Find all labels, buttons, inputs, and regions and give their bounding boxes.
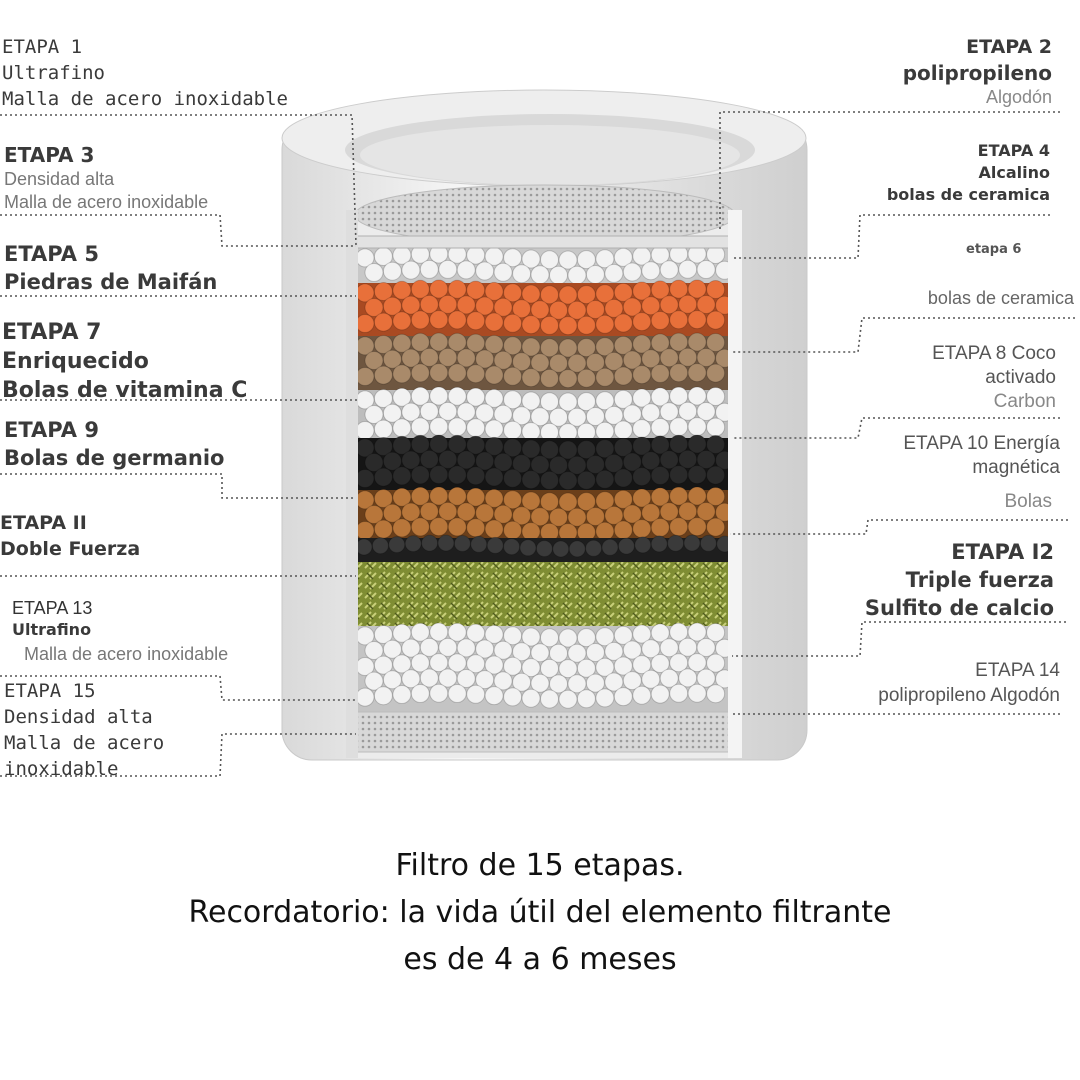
layer-tan-balls [356, 332, 734, 392]
stage-2-title: ETAPA 2 [966, 36, 1052, 58]
label-stage-7: ETAPA 7 Enriquecido Bolas de vitamina C [2, 318, 247, 405]
stage-10-line3: Bolas [1004, 491, 1052, 512]
stage-3-line2: Densidad alta [4, 169, 115, 189]
layer-white-balls-mid [356, 386, 734, 443]
label-stage-3: ETAPA 3 Densidad alta Malla de acero ino… [4, 142, 208, 214]
label-stage-4: ETAPA 4 Alcalino bolas de ceramica [887, 140, 1050, 206]
stage-12-line2: Triple fuerza [905, 568, 1054, 592]
layer-green-sulfite [356, 562, 734, 628]
layer-white-balls-top [356, 244, 734, 285]
stage-11-title: ETAPA II [0, 512, 87, 534]
leader-s6 [732, 317, 1075, 353]
leader-s4 [732, 214, 1050, 259]
stage-6-title: etapa 6 [966, 242, 1022, 257]
label-stage-14: ETAPA 14 polipropileno Algodón [878, 658, 1060, 708]
stage-8-title: ETAPA 8 Coco [932, 343, 1056, 364]
stage-15-line4: inoxidable [4, 758, 119, 780]
stage-7-line2: Enriquecido [2, 349, 149, 374]
stage-5-title: ETAPA 5 [4, 242, 99, 266]
layer-brown-balls [356, 486, 734, 543]
stage-14-line2: polipropileno Algodón [878, 685, 1060, 706]
layer-orange-balls [356, 279, 734, 338]
stage-15-line3: Malla de acero [4, 732, 165, 754]
stage-1-line2: Ultrafino [2, 62, 105, 84]
leader-lines [0, 111, 1075, 777]
leader-s9 [0, 473, 356, 499]
label-stage-11: ETAPA II Doble Fuerza [0, 510, 140, 562]
stage-6-line2: bolas de ceramica [927, 288, 1074, 308]
stage-3-title: ETAPA 3 [4, 143, 95, 167]
stage-8-line3: Carbon [993, 391, 1056, 412]
stage-2-line2: polipropileno [902, 61, 1052, 85]
leader-s15 [0, 733, 356, 777]
stage-13-line2: Ultrafino [12, 620, 92, 639]
stage-7-title: ETAPA 7 [2, 320, 102, 345]
leader-s8 [732, 417, 1060, 439]
label-stage-1: ETAPA 1 Ultrafino Malla de acero inoxida… [2, 34, 288, 112]
label-stage-13: ETAPA 13 Ultrafino Malla de acero inoxid… [12, 597, 228, 667]
stage-14-title: ETAPA 14 [975, 660, 1060, 681]
stage-3-line3: Malla de acero inoxidable [4, 192, 209, 212]
stage-7-line3: Bolas de vitamina C [2, 378, 248, 403]
caption-line-2: Recordatorio: la vida útil del elemento … [188, 895, 892, 930]
leader-s2 [719, 111, 1060, 232]
leader-s12 [732, 621, 1066, 657]
stage-12-title: ETAPA I2 [951, 540, 1054, 564]
stage-9-title: ETAPA 9 [4, 418, 99, 442]
layer-black-carbon [356, 434, 734, 492]
stage-12-line3: Sulfito de calcio [864, 596, 1054, 620]
label-stage-9: ETAPA 9 Bolas de germanio [4, 416, 224, 472]
stage-4-line2: Alcalino [978, 163, 1051, 182]
stage-1-title: ETAPA 1 [2, 36, 83, 58]
leader-s10 [730, 519, 1068, 535]
stage-10-line2: magnética [972, 457, 1060, 478]
stage-2-line3: Algodón [985, 87, 1052, 107]
stage-4-line3: bolas de ceramica [886, 185, 1050, 204]
label-stage-10: ETAPA 10 Energía magnética Bolas [903, 432, 1060, 514]
stage-8-line2: activado [985, 367, 1056, 388]
stage-13-title: ETAPA 13 [12, 598, 93, 618]
label-stage-2: ETAPA 2 polipropileno Algodón [903, 34, 1052, 108]
leader-s1 [0, 114, 357, 246]
caption: Filtro de 15 etapas. Recordatorio: la vi… [0, 842, 1080, 983]
leader-s3 [0, 214, 356, 247]
stage-4-title: ETAPA 4 [977, 141, 1050, 160]
caption-line-3: es de 4 a 6 meses [403, 942, 677, 977]
stage-1-line3: Malla de acero inoxidable [2, 88, 288, 110]
stage-15-line2: Densidad alta [4, 706, 153, 728]
stage-5-line2: Piedras de Maifán [4, 270, 218, 294]
filter-core-cutaway [346, 184, 742, 758]
label-stage-5: ETAPA 5 Piedras de Maifán [4, 240, 217, 296]
leader-s13 [0, 675, 356, 701]
stage-10-title: ETAPA 10 Energía [903, 433, 1060, 454]
stage-15-title: ETAPA 15 [4, 680, 96, 702]
stage-9-line2: Bolas de germanio [4, 446, 225, 470]
layer-white-balls-bottom [356, 622, 734, 715]
label-stage-8: ETAPA 8 Coco activado Carbon [932, 342, 1056, 414]
layer-dark-balls [356, 534, 734, 565]
caption-line-1: Filtro de 15 etapas. [395, 848, 685, 883]
label-stage-12: ETAPA I2 Triple fuerza Sulfito de calcio [865, 538, 1054, 622]
label-stage-15: ETAPA 15 Densidad alta Malla de acero in… [4, 678, 164, 782]
stage-13-line3: Malla de acero inoxidable [24, 644, 229, 664]
stage-11-line2: Doble Fuerza [0, 538, 141, 560]
